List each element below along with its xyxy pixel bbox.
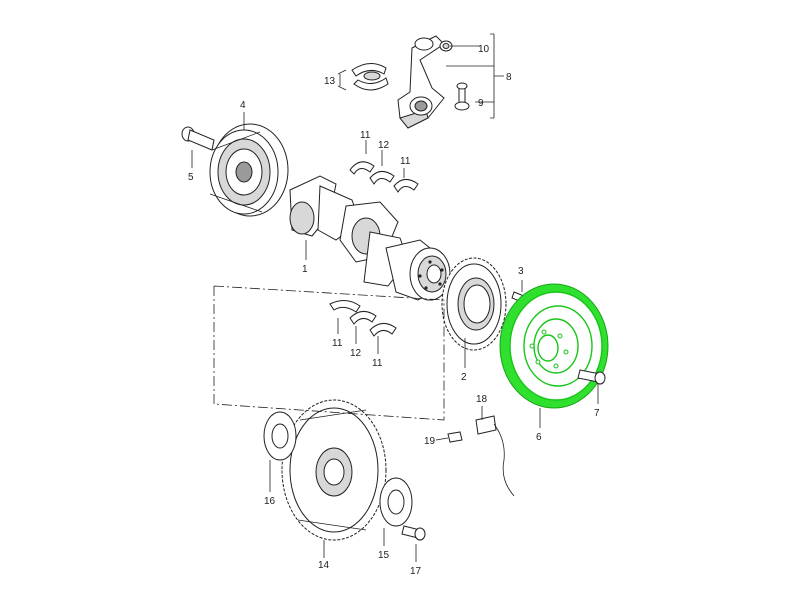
callout-13: 13 xyxy=(324,76,336,87)
crankshaft-pulley[interactable] xyxy=(209,123,289,217)
spacer-washer-rear[interactable] xyxy=(263,411,297,461)
callout-11a: 11 xyxy=(360,130,371,141)
sprocket-wheel[interactable] xyxy=(441,257,507,351)
callout-11b: 11 xyxy=(400,156,411,167)
lower-main-bearing-shells[interactable] xyxy=(329,300,397,337)
callout-2: 2 xyxy=(461,372,467,383)
callout-12b: 12 xyxy=(350,348,362,359)
callout-17: 17 xyxy=(410,566,422,577)
callout-19: 19 xyxy=(424,436,436,447)
flywheel-highlighted[interactable] xyxy=(499,283,609,409)
sensor-bolt[interactable] xyxy=(447,431,463,443)
callout-12a: 12 xyxy=(378,140,390,151)
pulley-bolt[interactable] xyxy=(181,126,215,151)
callout-11c: 11 xyxy=(332,338,343,349)
callout-14: 14 xyxy=(318,560,330,571)
rod-bearing-shells[interactable] xyxy=(351,63,389,91)
spacer-washer-front[interactable] xyxy=(379,477,413,527)
drive-plate[interactable] xyxy=(281,399,387,541)
connecting-rod[interactable] xyxy=(397,35,445,129)
callout-3: 3 xyxy=(518,266,524,277)
callout-6: 6 xyxy=(536,432,542,443)
callout-5: 5 xyxy=(188,172,194,183)
callout-15: 15 xyxy=(378,550,390,561)
callout-7: 7 xyxy=(594,408,600,419)
callout-4: 4 xyxy=(240,100,246,111)
callout-18: 18 xyxy=(476,394,488,405)
callout-labels: 4 5 1 10 8 9 13 11 12 11 11 12 11 3 2 6 … xyxy=(188,44,600,577)
callout-1: 1 xyxy=(302,264,308,275)
crankshaft[interactable] xyxy=(289,175,451,301)
callout-11d: 11 xyxy=(372,358,383,369)
callout-9: 9 xyxy=(478,98,484,109)
callout-10: 10 xyxy=(478,44,490,55)
speed-sensor[interactable] xyxy=(475,415,515,497)
rod-bolt[interactable] xyxy=(454,82,470,111)
callout-8: 8 xyxy=(506,72,512,83)
callout-16: 16 xyxy=(264,496,276,507)
flywheel-bolt[interactable] xyxy=(577,369,606,385)
drive-plate-bolt[interactable] xyxy=(401,525,426,541)
upper-main-bearing-shells[interactable] xyxy=(349,161,419,193)
